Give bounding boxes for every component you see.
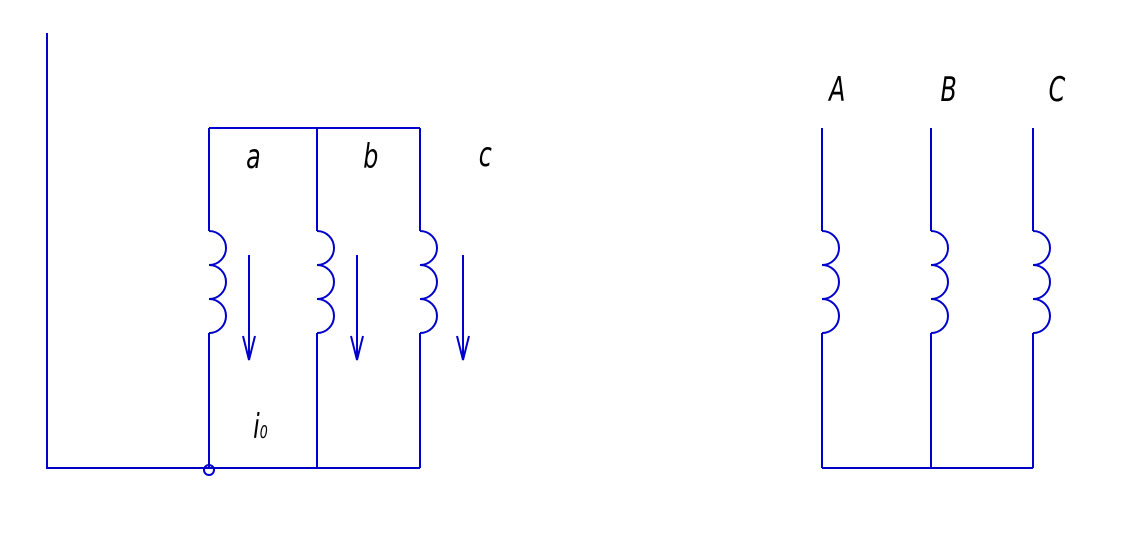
phase-label-a: a: [246, 137, 261, 176]
current-arrow-a: [242, 255, 256, 361]
phase-label-A: A: [828, 70, 846, 109]
winding-B-coil: [930, 230, 949, 334]
winding-c-coil: [419, 230, 438, 334]
current-label: i0: [253, 407, 268, 446]
phase-label-c: c: [479, 135, 492, 174]
outer-lead-wire: [46, 33, 420, 469]
current-arrow-c: [456, 255, 470, 361]
phase-label-b: b: [363, 137, 378, 176]
phase-label-B: B: [940, 70, 956, 109]
phase-label-C: C: [1049, 70, 1066, 109]
winding-A-coil: [821, 230, 840, 334]
winding-b-coil: [316, 230, 335, 334]
primary-windings-group: A B C: [821, 70, 1066, 469]
current-arrow-b: [350, 255, 364, 361]
winding-C-coil: [1032, 230, 1051, 334]
secondary-windings-group: a b c i0: [46, 33, 492, 476]
winding-a-coil: [208, 230, 227, 334]
current-subscript: 0: [260, 422, 268, 443]
junction-node: [203, 464, 215, 476]
current-symbol: i: [253, 407, 260, 446]
